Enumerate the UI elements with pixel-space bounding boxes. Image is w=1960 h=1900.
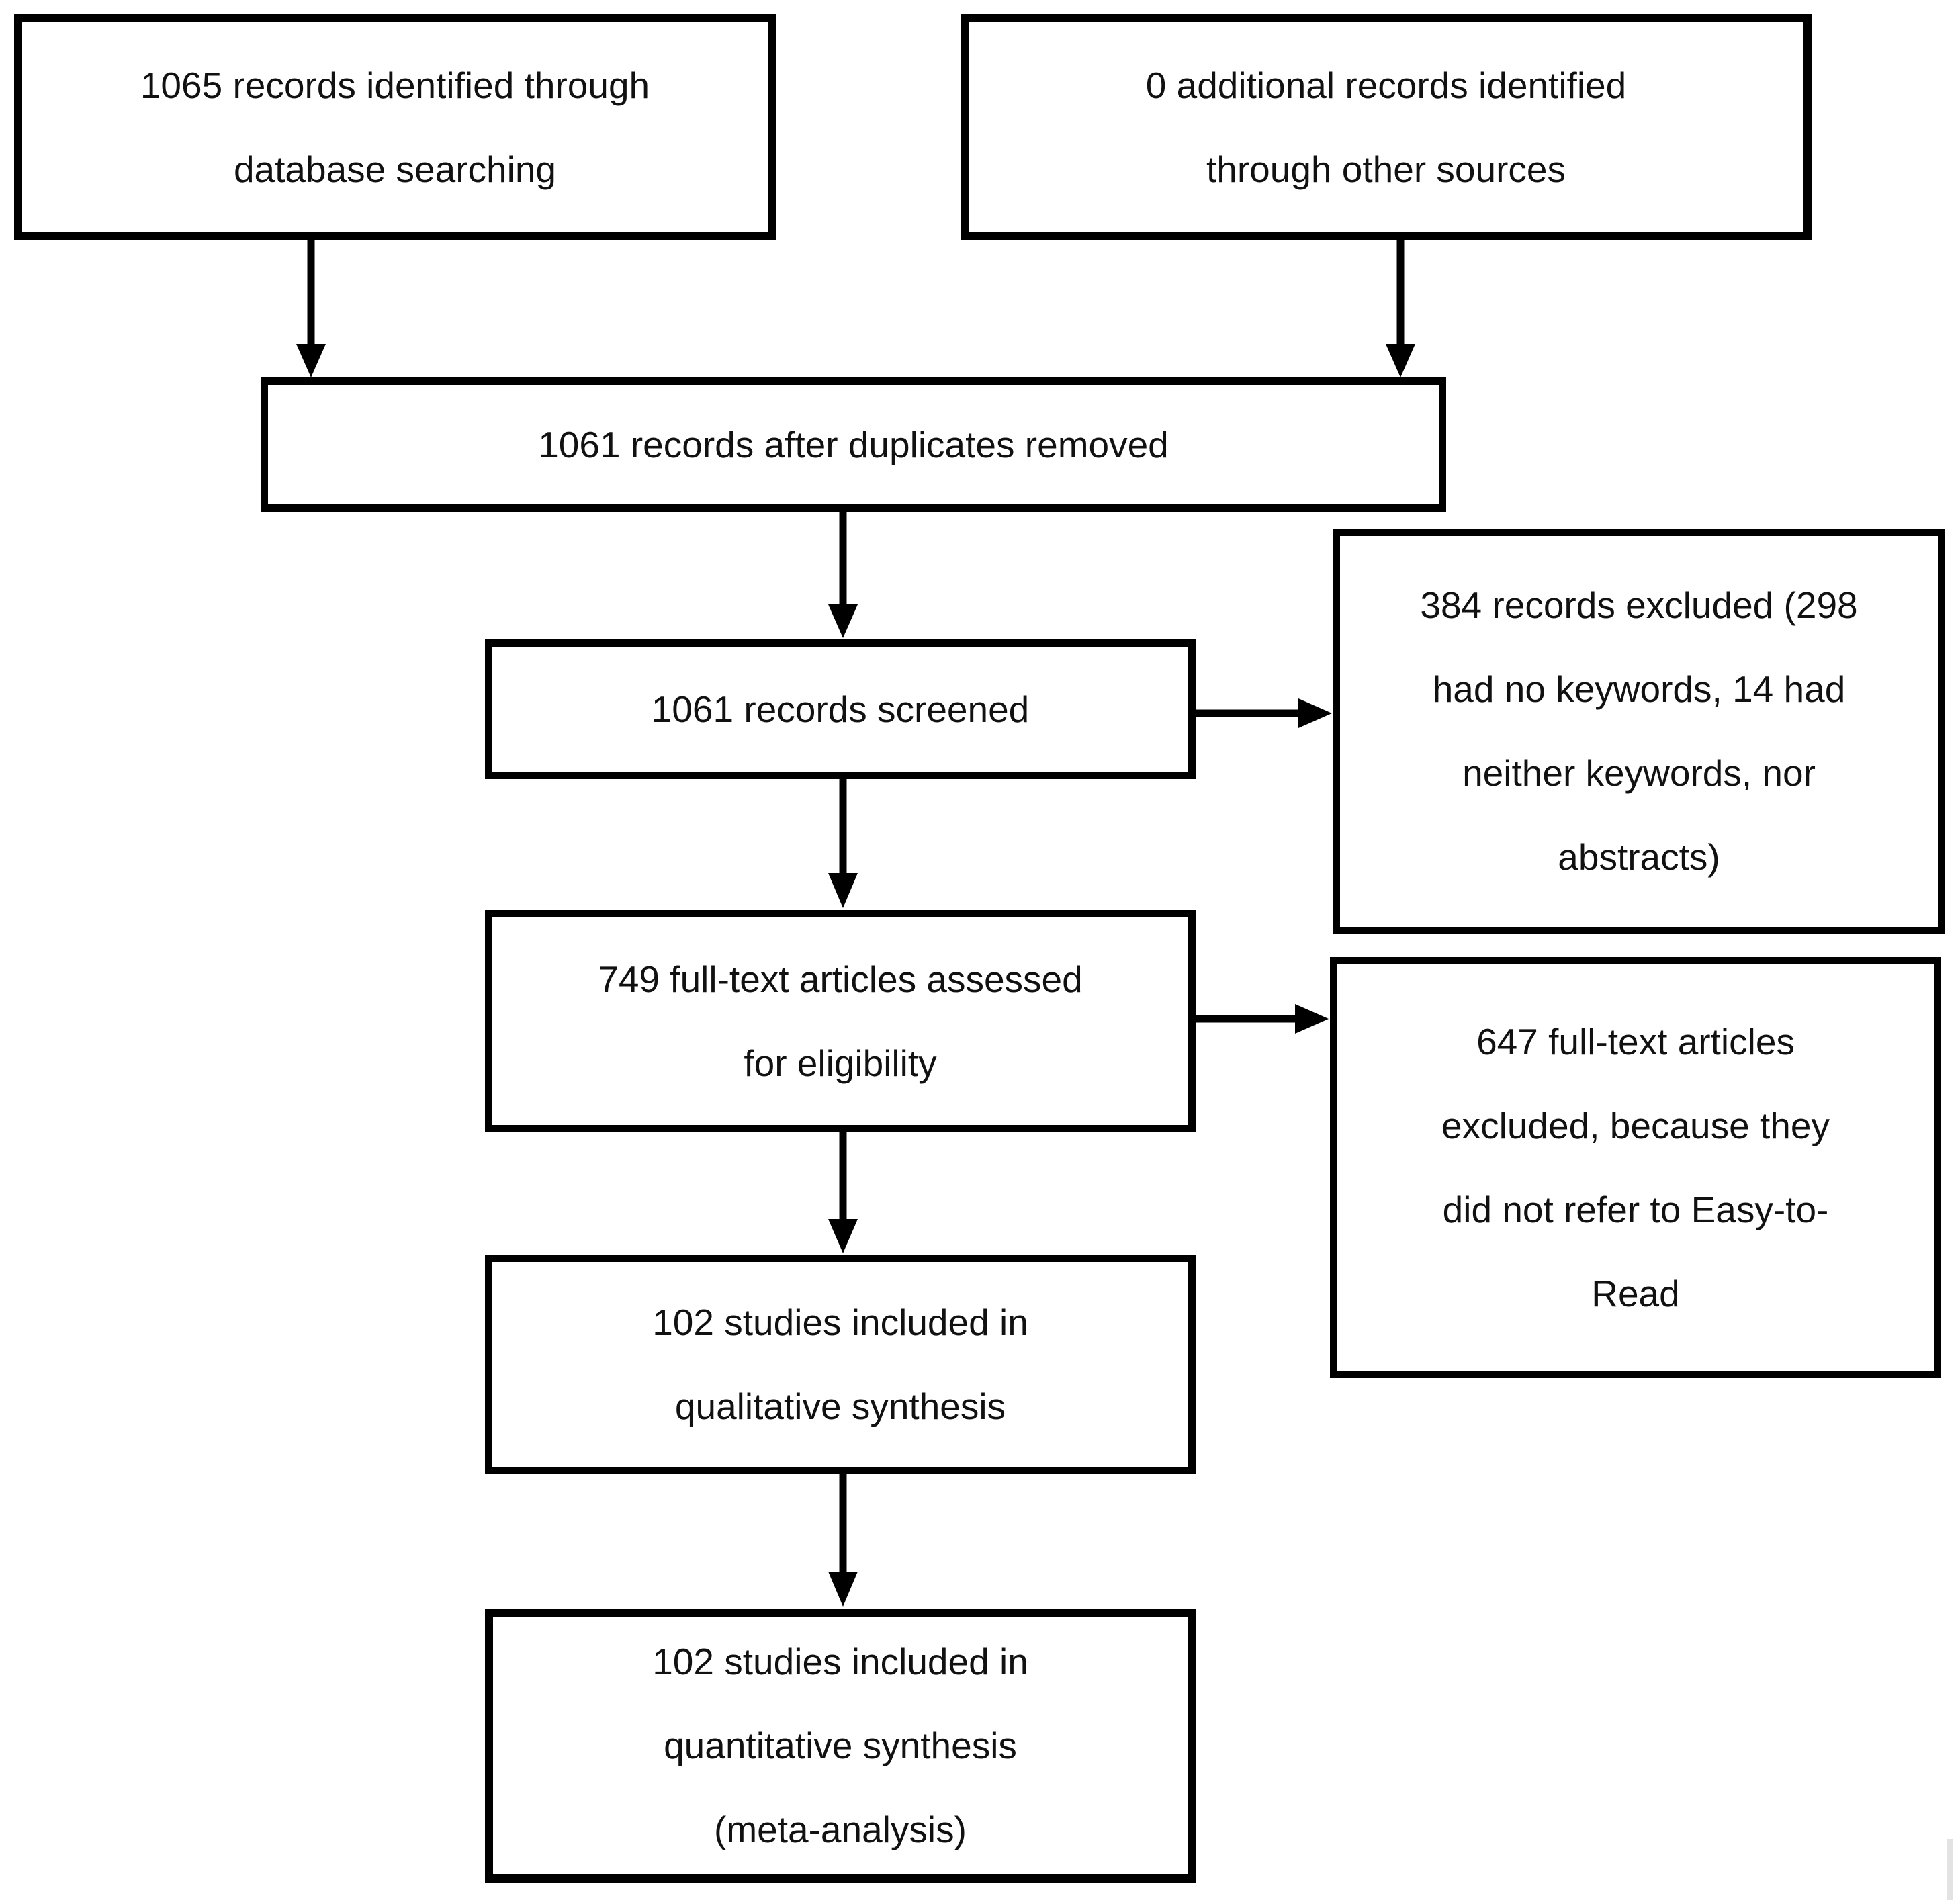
arrow-dedup-to-screened	[828, 509, 858, 638]
node-quantitative-synthesis-label: 102 studies included in quantitative syn…	[652, 1640, 1028, 1850]
node-records-identified: 1065 records identified through database…	[14, 14, 776, 240]
scrollbar-artifact	[1947, 1839, 1953, 1900]
arrow-screened-to-fulltext	[828, 776, 858, 908]
node-fulltext-excluded: 647 full-text articles excluded, because…	[1330, 957, 1941, 1378]
node-records-excluded-label: 384 records excluded (298 had no keyword…	[1420, 584, 1858, 878]
arrow-screened-to-excluded	[1194, 698, 1332, 728]
node-fulltext-excluded-label: 647 full-text articles excluded, because…	[1441, 1020, 1830, 1314]
node-fulltext-assessed-label: 749 full-text articles assessed for elig…	[598, 958, 1083, 1084]
arrow-qualitative-to-quantitative	[828, 1472, 858, 1607]
node-fulltext-assessed: 749 full-text articles assessed for elig…	[485, 910, 1196, 1132]
node-qualitative-synthesis: 102 studies included in qualitative synt…	[485, 1255, 1196, 1474]
arrow-identified-to-dedup	[296, 236, 326, 377]
node-after-duplicates-removed-label: 1061 records after duplicates removed	[538, 423, 1169, 465]
node-records-screened: 1061 records screened	[485, 639, 1196, 779]
node-qualitative-synthesis-label: 102 studies included in qualitative synt…	[652, 1301, 1028, 1427]
arrow-other-to-dedup	[1386, 236, 1415, 377]
arrow-fulltext-to-qualitative	[828, 1132, 858, 1253]
node-quantitative-synthesis: 102 studies included in quantitative syn…	[485, 1609, 1196, 1883]
node-records-excluded: 384 records excluded (298 had no keyword…	[1333, 529, 1945, 934]
node-records-screened-label: 1061 records screened	[651, 688, 1030, 730]
node-records-identified-label: 1065 records identified through database…	[140, 64, 650, 190]
node-other-sources-label: 0 additional records identified through …	[1145, 64, 1627, 190]
arrow-fulltext-to-excluded	[1194, 1004, 1329, 1034]
node-other-sources: 0 additional records identified through …	[961, 14, 1812, 240]
node-after-duplicates-removed: 1061 records after duplicates removed	[261, 377, 1446, 512]
